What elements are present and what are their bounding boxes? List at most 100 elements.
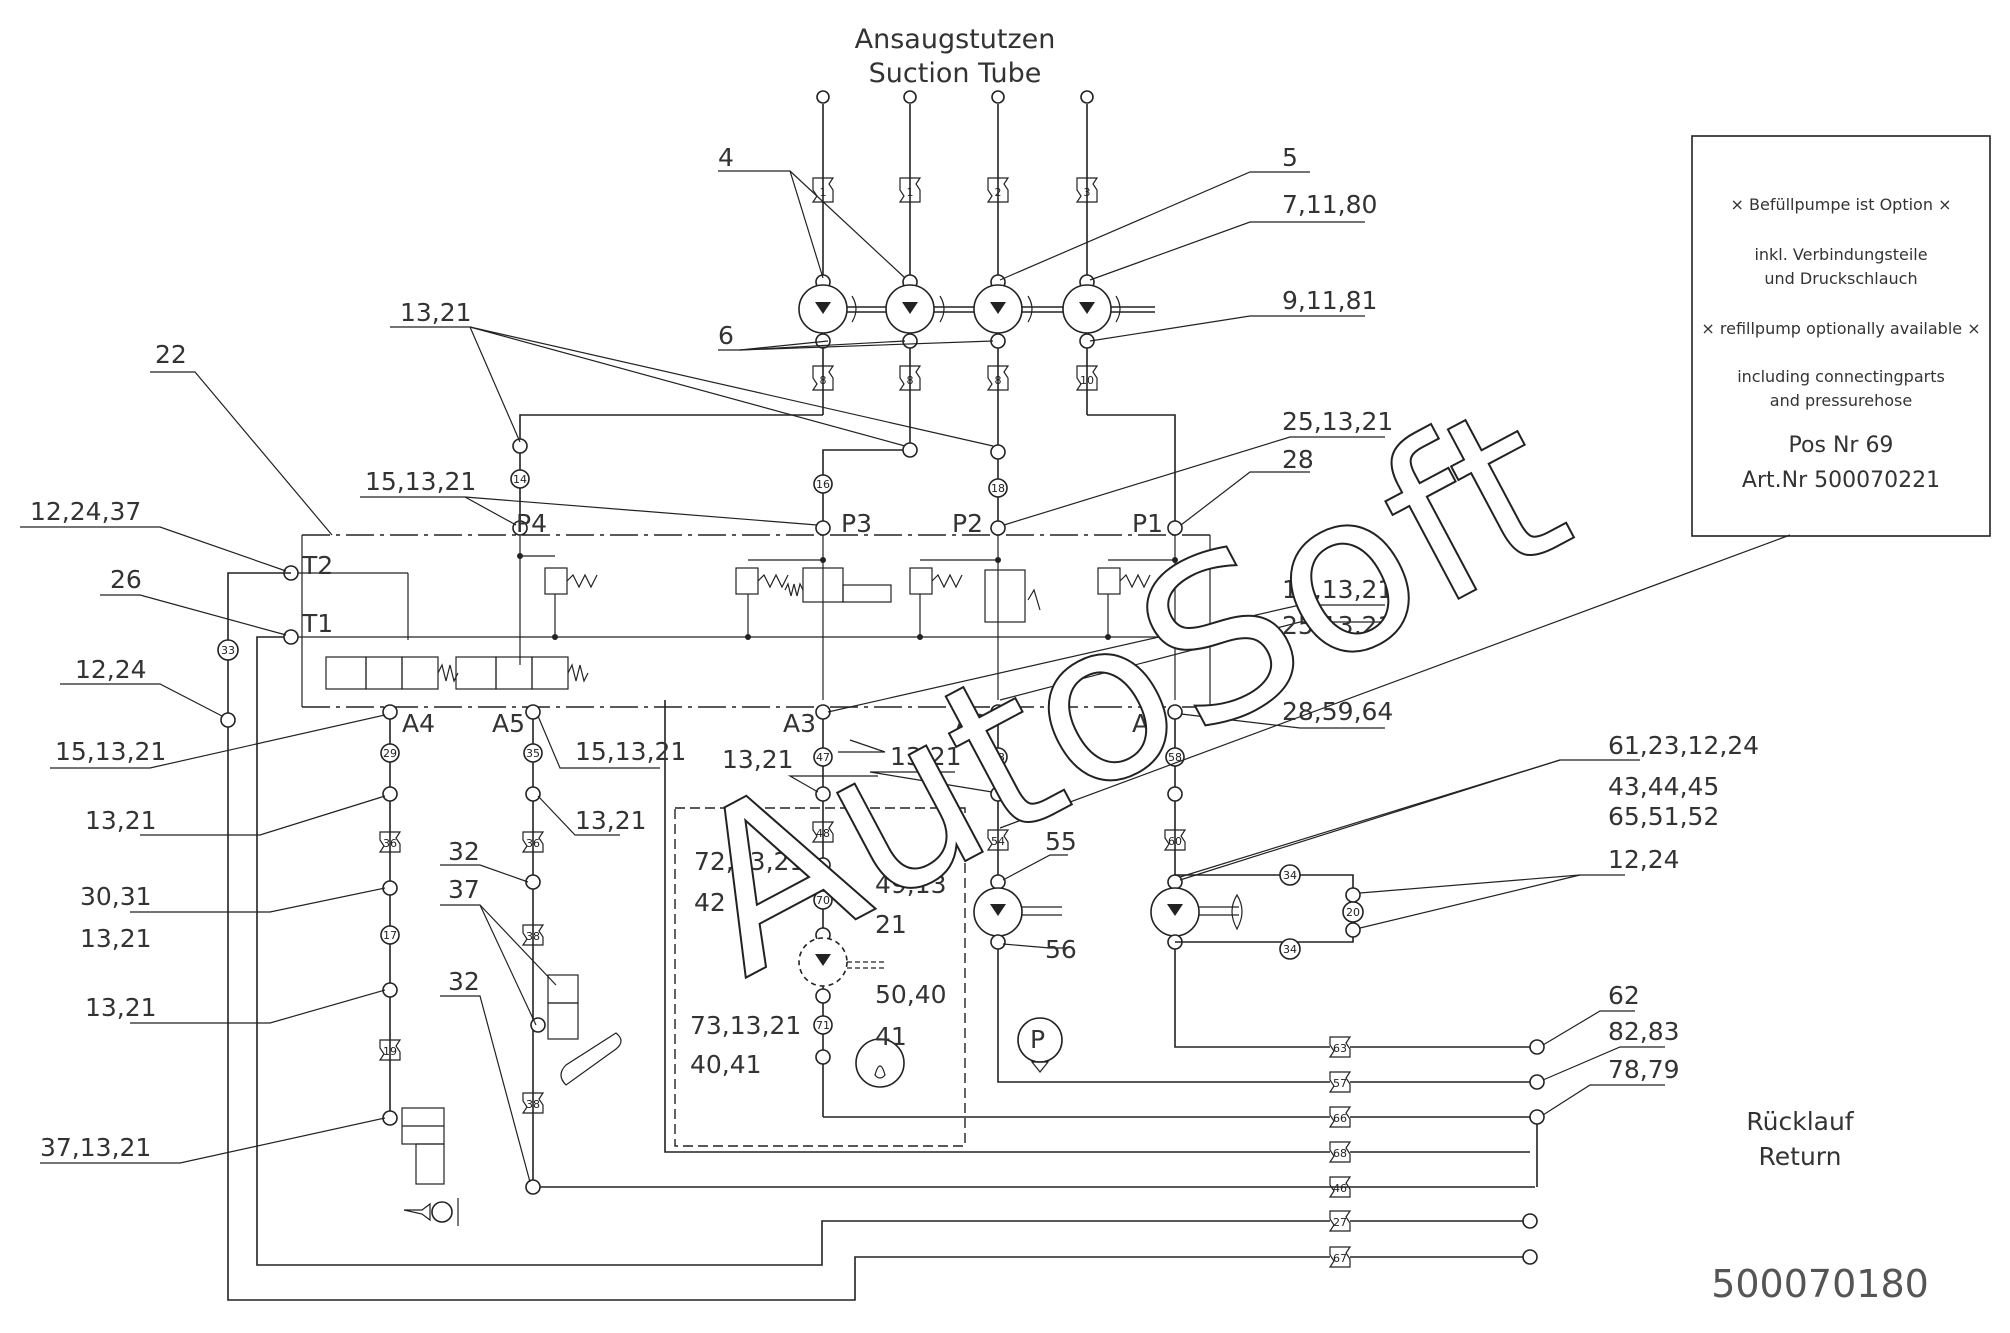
hose-tag: 46 [1328,1176,1352,1198]
svg-text:2: 2 [995,186,1002,199]
hose-tag: 38 [521,924,545,946]
test-point [220,712,236,728]
callout-50-40: 50,40 [875,980,947,1009]
svg-text:und Druckschlauch: und Druckschlauch [1764,269,1917,288]
callout-6: 6 [718,321,734,350]
callouts: 4 5 7,11,80 9,11,81 6 13,21 22 25,13,21 … [30,143,1759,1162]
hose-tag: 68 [1328,1141,1352,1163]
callout-56: 56 [1045,935,1077,964]
port-label-a5: A5 [492,709,525,738]
svg-text:inkl. Verbindungsteile: inkl. Verbindungsteile [1754,245,1927,264]
svg-text:8: 8 [995,374,1002,387]
pressure-lines [512,348,1176,522]
svg-text:46: 46 [1333,1182,1347,1195]
svg-text:38: 38 [526,1098,540,1111]
svg-text:8: 8 [907,374,914,387]
hose-tag: 47 [813,747,833,767]
refill-pump-box [664,700,1330,1153]
svg-text:10: 10 [1080,374,1094,387]
hose-tag: 36 [521,831,545,853]
hose-tag: 17 [380,925,400,945]
port-label-a4: A4 [402,709,435,738]
callout-7-11-80: 7,11,80 [1282,190,1377,219]
hose-tag: 70 [813,890,833,910]
svg-text:1: 1 [907,186,914,199]
callout-13-21-l1: 13,21 [85,806,157,835]
callout-55: 55 [1045,827,1077,856]
svg-text:48: 48 [816,827,830,840]
valve-block [283,520,1211,720]
svg-text:1: 1 [820,186,827,199]
hose-tag: 18 [988,478,1008,498]
callout-49-13: 49,13 [875,870,947,899]
callout-40-41: 40,41 [690,1050,762,1079]
callout-12-24: 12,24 [75,655,147,684]
svg-text:38: 38 [526,930,540,943]
hose-tag: 10 [1075,365,1099,391]
callout-61-23-12-24: 61,23,12,24 [1608,731,1759,760]
svg-text:66: 66 [1333,1112,1347,1125]
callout-12-24-r: 12,24 [1608,845,1680,874]
suction-lines [816,90,1094,282]
callout-15-13-21-mid: 15,13,21 [1282,575,1393,604]
port-label-t1: T1 [301,609,333,638]
hose-tag: 67 [1328,1246,1352,1268]
svg-text:34: 34 [1283,869,1297,882]
callout-21: 21 [875,910,907,939]
svg-text:× Befüllpumpe ist Option ×: × Befüllpumpe ist Option × [1731,195,1952,214]
hose-tag: 27 [1328,1210,1352,1232]
callout-41: 41 [875,1022,907,1051]
svg-text:33: 33 [221,644,235,657]
hose-tag: 34 [1279,938,1301,960]
svg-text:17: 17 [383,929,397,942]
hose-tag: 1 [811,177,835,203]
svg-text:68: 68 [1333,1147,1347,1160]
svg-text:53: 53 [991,751,1005,764]
callout-15-13-21-a5: 15,13,21 [575,737,686,766]
hose-tag: 14 [510,469,530,489]
callout-13-21-a3: 13,21 [722,745,794,774]
hose-tag: 38 [521,1092,545,1114]
return-label-line2: Return [1759,1142,1842,1171]
svg-text:8: 8 [820,374,827,387]
svg-text:34: 34 [1283,943,1297,956]
port-label-t2: T2 [301,551,333,580]
hose-tag: 33 [217,639,239,661]
watermark: AutoSoft [649,355,1603,1025]
hose-tag: 58 [1165,747,1185,767]
port-label-p2: P2 [952,509,983,538]
hose-tag: 3 [1075,177,1099,203]
svg-text:60: 60 [1168,835,1182,848]
svg-text:54: 54 [991,835,1005,848]
svg-text:19: 19 [383,1045,397,1058]
hose-tag: 60 [1163,829,1187,851]
callout-13-21-a2: 13,21 [890,742,962,771]
return-ends [1350,1039,1545,1187]
callout-5: 5 [1282,143,1298,172]
callout-28-59-64: 28,59,64 [1282,697,1393,726]
a1-line [1150,719,1361,1048]
svg-text:57: 57 [1333,1077,1347,1090]
hose-tag: 16 [813,474,833,494]
callout-22: 22 [155,340,187,369]
hose-tag: 53 [988,747,1008,767]
callout-32b: 32 [448,967,480,996]
svg-text:18: 18 [991,482,1005,495]
svg-text:36: 36 [383,837,397,850]
callout-72-13-21: 72,13,21 [694,847,805,876]
callout-15-13-21-a4: 15,13,21 [55,737,166,766]
svg-text:58: 58 [1168,751,1182,764]
a5-line [525,719,1535,1195]
svg-text:36: 36 [526,837,540,850]
port-label-p1: P1 [1132,509,1163,538]
hose-tag: 20 [1342,901,1364,923]
callout-43-44-45: 43,44,45 [1608,772,1719,801]
svg-text:including connectingparts: including connectingparts [1737,367,1945,386]
svg-text:63: 63 [1333,1042,1347,1055]
callout-13-21-a5: 13,21 [575,806,647,835]
svg-text:29: 29 [383,747,397,760]
a4-line [382,719,459,1226]
hose-tag: 34 [1279,864,1301,886]
hose-tag: 71 [813,1015,833,1035]
